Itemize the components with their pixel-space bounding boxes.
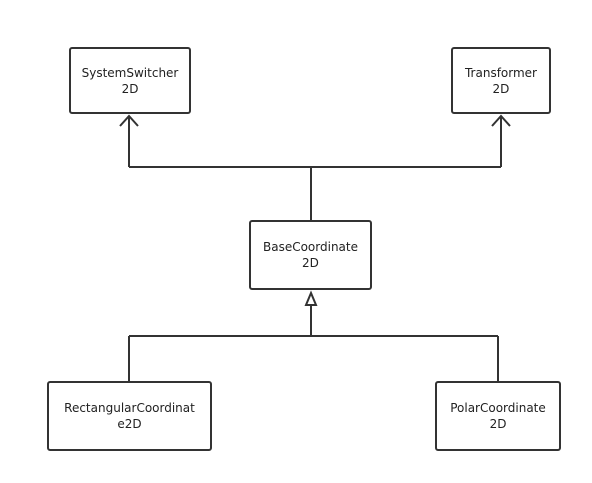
open-arrowhead-transformer [491, 114, 511, 127]
node-system-switcher-2d[interactable]: SystemSwitcher 2D [69, 47, 191, 114]
node-label: PolarCoordinate 2D [450, 401, 546, 431]
edge-base-to-switcher-and-transformer [119, 114, 511, 220]
node-polar-coordinate-2d[interactable]: PolarCoordinate 2D [435, 381, 561, 451]
node-label: RectangularCoordinat e2D [64, 401, 195, 431]
node-label: BaseCoordinate 2D [262, 240, 358, 270]
edge-subclasses-to-base [128, 290, 499, 381]
node-label: SystemSwitcher 2D [81, 65, 179, 96]
node-rectangular-coordinate-2d[interactable]: RectangularCoordinat e2D [47, 381, 212, 451]
node-transformer-2d[interactable]: Transformer 2D [451, 47, 551, 114]
node-label: Transformer 2D [464, 65, 537, 96]
open-arrowhead-switcher [119, 114, 139, 127]
inheritance-triangle-icon [304, 290, 318, 306]
node-base-coordinate-2d[interactable]: BaseCoordinate 2D [249, 220, 372, 290]
